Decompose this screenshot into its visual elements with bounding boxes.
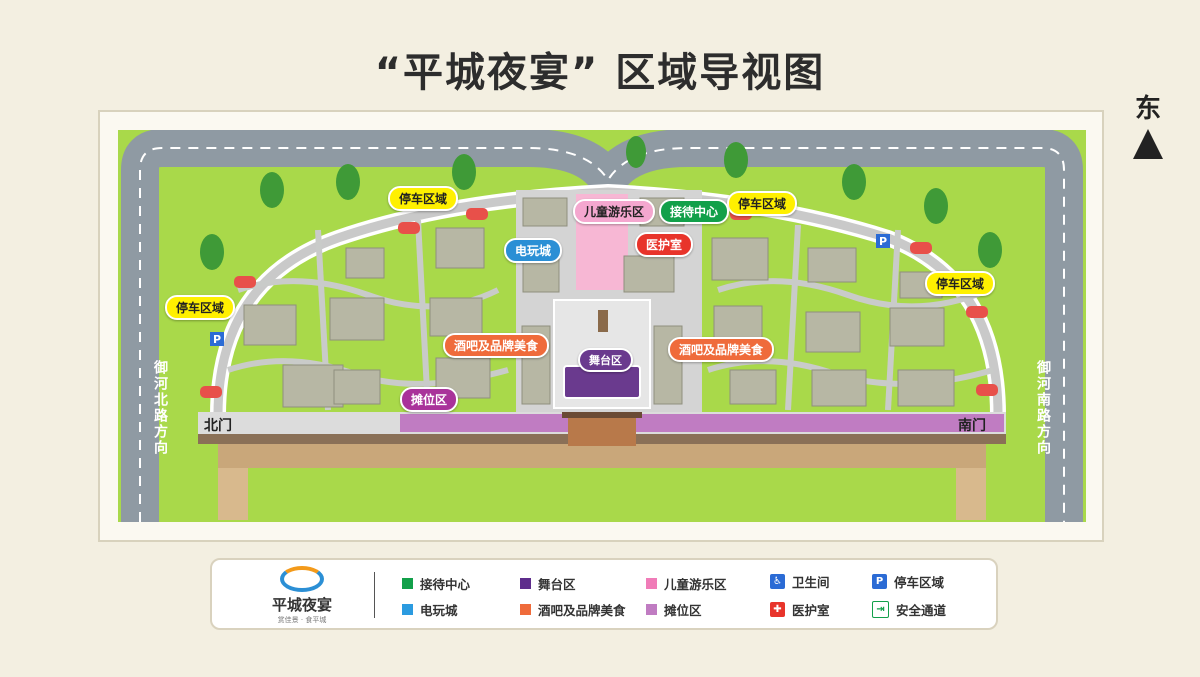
page-title: “平城夜宴” 区域导视图 xyxy=(374,50,826,96)
wall-lawn xyxy=(248,468,956,520)
legend-swatch-arcade xyxy=(402,604,413,615)
cars xyxy=(200,208,998,398)
tag-bar-right[interactable]: 酒吧及品牌美食 xyxy=(668,337,775,362)
tag-parking-north-right[interactable]: 停车区域 xyxy=(727,191,798,216)
tag-parking-north-left[interactable]: 停车区域 xyxy=(388,186,459,211)
legend-item-toilet: ♿ 卫生间 xyxy=(770,572,830,591)
toilet-icon: ♿ xyxy=(770,574,785,589)
legend-label: 安全通道 xyxy=(896,603,947,618)
brand-slogan: 赏佳景 · 食平城 xyxy=(277,616,327,624)
tag-stall[interactable]: 摊位区 xyxy=(400,387,459,412)
legend-item-exit: ⇥ 安全通道 xyxy=(872,600,946,619)
legend-item-bar: 酒吧及品牌美食 xyxy=(520,600,626,619)
medical-cross-icon: ✚ xyxy=(770,602,785,617)
legend-item-stage: 舞台区 xyxy=(520,574,576,593)
legend-item-clinic: ✚ 医护室 xyxy=(770,600,830,619)
area-map: P P xyxy=(118,130,1086,522)
tag-arcade[interactable]: 电玩城 xyxy=(504,238,563,263)
legend-item-kids: 儿童游乐区 xyxy=(646,574,727,593)
legend-swatch-reception xyxy=(402,578,413,589)
parking-icons: P P xyxy=(210,234,890,346)
parking-icon: P xyxy=(872,574,887,589)
legend-swatch-stage xyxy=(520,578,531,589)
city-wall-body xyxy=(218,444,986,468)
legend-swatch-bar xyxy=(520,604,531,615)
svg-text:P: P xyxy=(213,333,221,346)
north-gate-label: 北门 xyxy=(204,418,232,434)
tag-parking-west[interactable]: 停车区域 xyxy=(165,295,236,320)
legend-label: 电玩城 xyxy=(420,603,458,618)
legend-label: 摊位区 xyxy=(664,603,702,618)
tag-kids-zone[interactable]: 儿童游乐区 xyxy=(573,199,656,224)
road-label-right: 御河南路方向 xyxy=(1035,360,1051,456)
brand-logo-icon xyxy=(280,566,324,592)
south-gate-label: 南门 xyxy=(958,418,986,434)
legend-divider xyxy=(374,572,375,618)
legend-label: 停车区域 xyxy=(894,575,945,590)
compass: 东 xyxy=(1128,88,1168,159)
legend-label: 医护室 xyxy=(792,603,830,618)
legend-label: 卫生间 xyxy=(792,575,830,590)
stage-statue xyxy=(598,310,608,332)
legend-label: 酒吧及品牌美食 xyxy=(538,603,626,618)
legend-item-stall: 摊位区 xyxy=(646,600,702,619)
legend-swatch-stall xyxy=(646,604,657,615)
tag-bar-left[interactable]: 酒吧及品牌美食 xyxy=(443,333,550,358)
outer-road-line xyxy=(139,147,1065,522)
legend-item-arcade: 电玩城 xyxy=(402,600,458,619)
legend-item-reception: 接待中心 xyxy=(402,574,470,593)
brand-name: 平城夜宴 xyxy=(271,596,332,614)
tag-clinic[interactable]: 医护室 xyxy=(635,232,694,257)
emergency-exit-icon: ⇥ xyxy=(872,601,889,618)
central-gate-tower xyxy=(568,414,636,446)
svg-text:P: P xyxy=(879,235,887,248)
compass-arrow-icon xyxy=(1133,129,1163,159)
tag-reception[interactable]: 接待中心 xyxy=(659,199,730,224)
tag-stage[interactable]: 舞台区 xyxy=(578,348,633,372)
road-label-left: 御河北路方向 xyxy=(152,360,168,456)
brand-logo: 平城夜宴 赏佳景 · 食平城 xyxy=(242,566,362,626)
legend-label: 舞台区 xyxy=(538,577,576,592)
legend-label: 儿童游乐区 xyxy=(664,577,727,592)
legend-panel: 平城夜宴 赏佳景 · 食平城 接待中心 电玩城 舞台区 酒吧及品牌美食 儿童游乐… xyxy=(210,558,998,630)
legend-swatch-kids xyxy=(646,578,657,589)
legend-label: 接待中心 xyxy=(420,577,471,592)
gate-roof xyxy=(562,412,642,418)
tag-parking-east[interactable]: 停车区域 xyxy=(925,271,996,296)
legend-item-parking: P 停车区域 xyxy=(872,572,944,591)
stall-street xyxy=(400,414,1004,432)
compass-label: 东 xyxy=(1134,94,1161,124)
